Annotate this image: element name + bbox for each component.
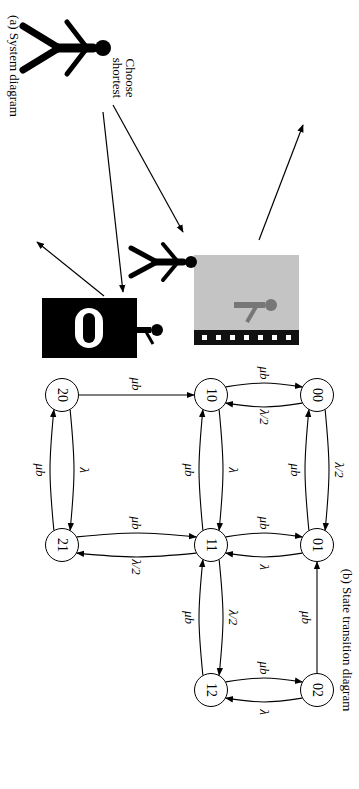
rate-label: μb — [300, 611, 313, 624]
state-name: 00 — [310, 388, 324, 402]
policy-note: Choose shortest — [111, 49, 137, 107]
transition-arrow — [226, 698, 302, 702]
rate-label: μb — [183, 463, 196, 476]
state-circle: 02 — [300, 673, 334, 707]
rate-label: λ — [258, 709, 271, 715]
transition-arrow — [305, 410, 309, 530]
transition-arrow — [199, 560, 203, 675]
server-booth — [194, 255, 299, 345]
rate-label: μb — [183, 611, 196, 624]
transition-arrow — [50, 410, 54, 530]
state-name: 12 — [204, 683, 218, 697]
hotdog-sausage — [83, 313, 95, 343]
booth-window — [194, 330, 299, 345]
customer-figure — [23, 22, 111, 74]
rate-label: μb — [130, 516, 143, 529]
rate-label: λ — [227, 467, 240, 473]
state-name: 10 — [204, 388, 218, 402]
rate-label: μb — [289, 463, 302, 476]
flow-arrows — [37, 105, 303, 296]
rate-label: λ/2 — [258, 409, 271, 425]
state-circle: 00 — [300, 378, 334, 412]
transition-arrow — [226, 553, 302, 557]
rate-label: λ/2 — [333, 462, 346, 478]
transition-arrow — [226, 533, 302, 537]
state-name: 01 — [310, 538, 324, 552]
hotdog-sign — [75, 308, 103, 348]
transition-arrow — [219, 560, 223, 675]
booth-server — [234, 299, 277, 322]
state-name: 02 — [310, 683, 324, 697]
rate-label: μb — [258, 661, 271, 674]
queue-illustration — [23, 22, 303, 358]
transition-arrow — [77, 553, 196, 557]
state-circle: 01 — [300, 528, 334, 562]
transition-arrow — [77, 533, 196, 537]
state-name: 20 — [55, 388, 69, 402]
state-circle: 11 — [194, 528, 228, 562]
state-circle: 21 — [45, 528, 79, 562]
rate-label: μb — [258, 366, 271, 379]
rate-label: λ — [78, 467, 91, 473]
rate-label: μb — [34, 463, 47, 476]
transition-arrow — [199, 410, 203, 530]
rate-label: μb — [130, 377, 143, 390]
rate-label: λ/2 — [227, 610, 240, 626]
waiting-customer — [131, 244, 197, 280]
stand-server — [135, 324, 163, 344]
panel-caption: (a) System diagram — [8, 0, 21, 146]
state-name: 21 — [55, 538, 69, 552]
transition-arrow — [226, 678, 302, 682]
state-circle: 12 — [194, 673, 228, 707]
transition-arrow — [79, 394, 194, 395]
transition-arrow — [70, 410, 74, 530]
rate-label: λ — [258, 564, 271, 570]
hotdog-stand — [42, 298, 137, 358]
transition-arrow — [325, 410, 329, 530]
transition-arrow — [219, 410, 223, 530]
transition-arrow — [316, 562, 317, 673]
rate-label: λ/2 — [130, 559, 143, 575]
state-circle: 10 — [194, 378, 228, 412]
state-name: 11 — [204, 538, 218, 551]
rate-label: μb — [258, 516, 271, 529]
window-dots — [202, 335, 291, 340]
state-circle: 20 — [45, 378, 79, 412]
transition-arrow — [226, 383, 302, 387]
transition-arrow — [226, 403, 302, 407]
panel-caption: (b) State transition diagram — [341, 530, 354, 750]
